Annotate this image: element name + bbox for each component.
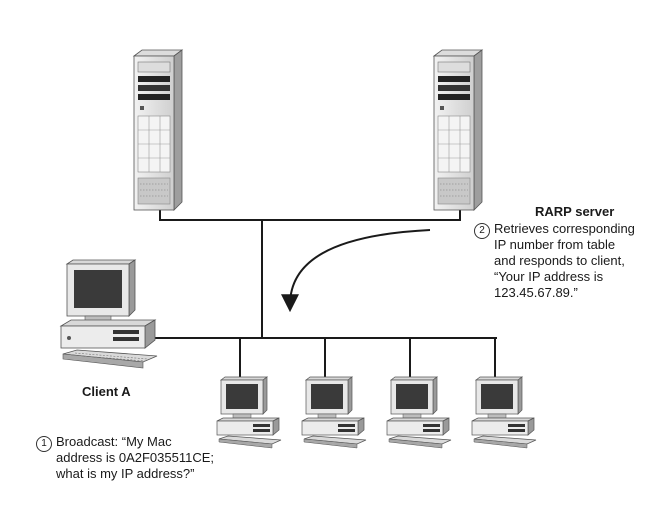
workstation-2: [301, 376, 367, 449]
client-a-computer: [59, 259, 158, 369]
server-tower-2: [432, 49, 484, 211]
step-2-line-2: IP number from table: [494, 237, 616, 252]
step-1-line-1: Broadcast: “My Mac: [56, 434, 172, 449]
step-1-description: Broadcast: “My Mac address is 0A2F035511…: [56, 434, 214, 482]
step-1-line-2: address is 0A2F035511CE;: [56, 450, 215, 465]
workstation-4: [471, 376, 537, 449]
network-cabling: [155, 210, 497, 380]
step-2-description: Retrieves corresponding IP number from t…: [494, 221, 635, 301]
rarp-server-label: RARP server: [535, 204, 615, 219]
server-link-line: [159, 210, 461, 221]
client-a-label: Client A: [82, 384, 131, 399]
step-2-line-5: 123.45.67.89.”: [494, 285, 578, 300]
step-2-line-4: “Your IP address is: [494, 269, 604, 284]
step-1-line-3: what is my IP address?”: [56, 466, 195, 481]
workstation-1: [216, 376, 282, 449]
step-2-line-3: and responds to client,: [494, 253, 625, 268]
step-2-number: 2: [474, 223, 490, 239]
server-tower-1: [132, 49, 184, 211]
workstation-3: [386, 376, 452, 449]
step-2-line-1: Retrieves corresponding: [494, 221, 635, 236]
step-1-number: 1: [36, 436, 52, 452]
response-arrow: [281, 229, 431, 313]
